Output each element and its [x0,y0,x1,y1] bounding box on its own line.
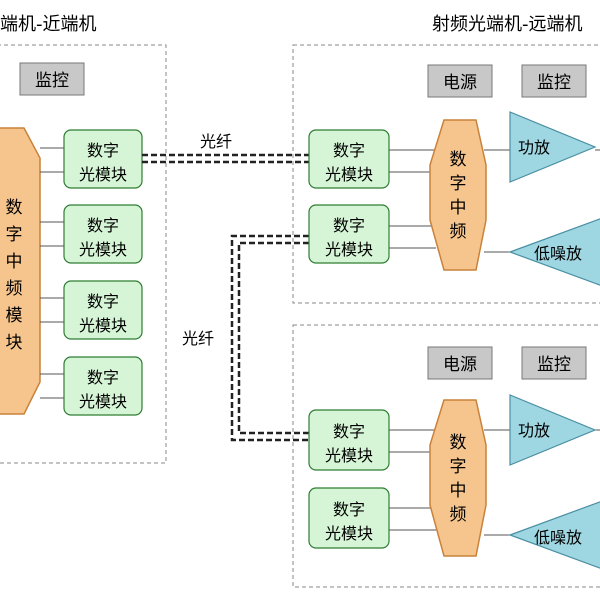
far-end-container-1 [292,44,600,304]
fiber-link-upper [142,153,309,164]
module-line-2: 光模块 [325,165,373,184]
far-end-container-2 [292,324,600,588]
far1-if-char-0: 数 [450,150,467,170]
far1-digital-if-module: 数 字 中 频 [429,119,487,271]
far1-if-char-2: 中 [450,198,467,218]
far1-if-char-1: 字 [450,174,467,194]
far2-if-char-2: 中 [450,481,467,501]
far2-monitor-label: 监控 [537,355,571,375]
module-line-2: 光模块 [325,240,373,259]
module-line-1: 数字 [333,500,365,519]
far1-if-char-3: 频 [450,222,467,242]
far1-connectors [389,149,600,253]
near-monitor-label: 监控 [35,71,69,91]
near-optical-module-3: 数字 光模块 [63,280,143,340]
far2-optical-module-1: 数字 光模块 [308,409,390,471]
near-end-container [0,44,167,464]
module-line-1: 数字 [87,141,119,160]
near-optical-module-2: 数字 光模块 [63,204,143,264]
far1-power-label: 电源 [443,73,477,93]
near-monitor-box: 监控 [19,62,85,96]
far2-monitor-box: 监控 [521,346,587,380]
near-optical-module-4: 数字 光模块 [63,356,143,416]
far1-optical-module-1: 数字 光模块 [308,129,390,189]
module-line-1: 数字 [87,292,119,311]
module-line-1: 数字 [333,422,365,441]
far1-power-box: 电源 [427,64,493,98]
far2-digital-if-module: 数 字 中 频 [429,399,487,557]
far2-lna: 低噪放 [508,501,600,569]
far1-power-amp: 功放 [509,111,597,183]
near-end-title: 端机-近端机 [0,14,97,35]
far-end-title: 射频光端机-远端机 [432,14,583,35]
module-line-1: 数字 [333,141,365,160]
near-optical-module-1: 数字 光模块 [63,129,143,189]
module-line-1: 数字 [333,216,365,235]
far2-power-box: 电源 [427,346,493,380]
far2-if-char-0: 数 [450,433,467,453]
far1-monitor-label: 监控 [537,73,571,93]
far2-lna-label: 低噪放 [534,528,582,547]
module-line-2: 光模块 [79,165,127,184]
far2-if-char-1: 字 [450,457,467,477]
near-if-char-0: 数 [6,198,23,218]
fiber-label-lower: 光纤 [182,329,214,348]
module-line-2: 光模块 [79,240,127,259]
near-if-char-3: 频 [6,279,23,299]
far1-monitor-box: 监控 [521,64,587,98]
far2-if-char-3: 频 [450,505,467,525]
fiber-label-upper: 光纤 [200,132,232,151]
fiber-link-lower [230,234,309,442]
module-line-1: 数字 [87,216,119,235]
near-digital-if-module: 数 字 中 频 模 块 [0,127,41,415]
far2-power-amp-label: 功放 [518,421,550,440]
module-line-2: 光模块 [325,446,373,465]
far1-lna-label: 低噪放 [534,244,582,263]
near-if-char-2: 中 [6,252,23,272]
far2-power-label: 电源 [443,355,477,375]
near-if-char-1: 字 [6,225,23,245]
far1-power-amp-label: 功放 [518,138,550,157]
far1-lna: 低噪放 [508,218,600,286]
module-line-1: 数字 [87,368,119,387]
far1-optical-module-2: 数字 光模块 [308,204,390,264]
module-line-2: 光模块 [79,392,127,411]
near-if-char-4: 模 [6,306,23,326]
far2-power-amp: 功放 [509,394,597,466]
near-if-char-5: 块 [6,333,23,353]
near-connectors [40,147,64,399]
module-line-2: 光模块 [325,524,373,543]
module-line-2: 光模块 [79,316,127,335]
far2-optical-module-2: 数字 光模块 [308,487,390,549]
